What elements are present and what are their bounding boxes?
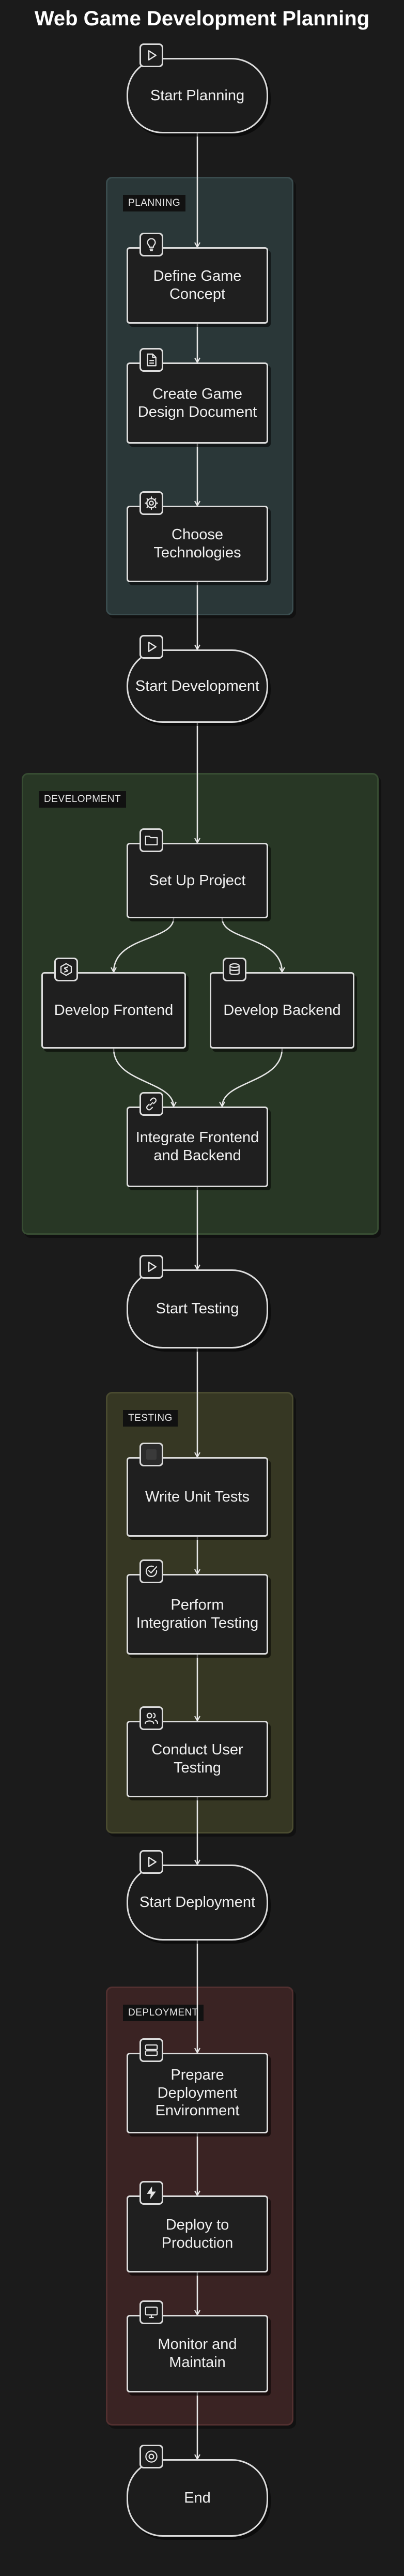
lightning-icon (139, 2181, 163, 2205)
develop-backend-node[interactable]: Develop Backend (210, 972, 354, 1049)
play-icon (139, 43, 163, 67)
define-concept-label: Define Game Concept (153, 268, 242, 302)
start-testing-node[interactable]: Start Testing (127, 1269, 268, 1348)
create-gdd-node[interactable]: Create Game Design Document (127, 362, 268, 444)
integration-testing-node[interactable]: Perform Integration Testing (127, 1574, 268, 1655)
folder-icon (139, 828, 163, 852)
start-development-node[interactable]: Start Development (127, 649, 268, 723)
users-icon (139, 1706, 163, 1730)
integration-testing-label: Perform Integration Testing (136, 1597, 259, 1631)
user-testing-node[interactable]: Conduct User Testing (127, 1721, 268, 1797)
square-icon (139, 1443, 163, 1466)
define-concept-node[interactable]: Define Game Concept (127, 247, 268, 324)
diagram-title: Web Game Development Planning (34, 7, 370, 30)
develop-backend-label: Develop Backend (223, 1002, 341, 1019)
check-circle-icon (139, 1559, 163, 1583)
prepare-env-node[interactable]: Prepare Deployment Environment (127, 2053, 268, 2133)
monitor-icon (139, 2300, 163, 2324)
start-testing-label: Start Testing (156, 1300, 239, 1317)
develop-frontend-label: Develop Frontend (54, 1002, 174, 1019)
document-icon (139, 348, 163, 372)
play-icon (139, 1850, 163, 1874)
develop-frontend-node[interactable]: Develop Frontend (41, 972, 186, 1049)
end-node[interactable]: End (127, 2459, 268, 2537)
framework-icon (54, 958, 78, 981)
planning-cluster-label: PLANNING (123, 195, 186, 211)
monitor-label: Monitor and Maintain (158, 2336, 237, 2371)
start-deployment-node[interactable]: Start Deployment (127, 1865, 268, 1941)
testing-cluster-label: TESTING (123, 1410, 178, 1427)
server-icon (139, 2038, 163, 2062)
play-icon (139, 635, 163, 659)
start-planning-node[interactable]: Start Planning (127, 58, 268, 133)
setup-project-label: Set Up Project (149, 872, 246, 889)
create-gdd-label: Create Game Design Document (137, 385, 257, 420)
gear-icon (139, 491, 163, 515)
play-icon (139, 1255, 163, 1279)
deploy-prod-node[interactable]: Deploy to Production (127, 2195, 268, 2272)
edge-frontend-to-integrate (113, 1048, 174, 1107)
link-icon (139, 1092, 163, 1116)
start-planning-label: Start Planning (150, 87, 245, 104)
unit-tests-node[interactable]: Write Unit Tests (127, 1457, 268, 1537)
monitor-node[interactable]: Monitor and Maintain (127, 2315, 268, 2392)
start-development-label: Start Development (135, 677, 260, 694)
deploy-prod-label: Deploy to Production (161, 2216, 234, 2251)
user-testing-label: Conduct User Testing (151, 1741, 243, 1776)
start-deployment-label: Start Deployment (139, 1894, 256, 1911)
choose-tech-node[interactable]: Choose Technologies (127, 506, 268, 582)
edge-setup-project-to-frontend (114, 918, 175, 972)
development-cluster-label: DEVELOPMENT (39, 791, 127, 808)
unit-tests-label: Write Unit Tests (145, 1488, 250, 1505)
deployment-cluster-label: DEPLOYMENT (123, 2005, 204, 2021)
integrate-label: Integrate Frontend and Backend (135, 1129, 259, 1164)
integrate-node[interactable]: Integrate Frontend and Backend (127, 1107, 268, 1187)
setup-project-node[interactable]: Set Up Project (127, 843, 268, 918)
prepare-env-label: Prepare Deployment Environment (155, 2066, 240, 2119)
database-icon (223, 958, 246, 981)
lightbulb-icon (139, 233, 163, 256)
edge-backend-to-integrate (222, 1048, 283, 1107)
edge-setup-project-to-backend (221, 918, 282, 972)
stop-circle-icon (139, 2445, 163, 2468)
choose-tech-label: Choose Technologies (153, 526, 241, 561)
end-label: End (184, 2489, 211, 2506)
